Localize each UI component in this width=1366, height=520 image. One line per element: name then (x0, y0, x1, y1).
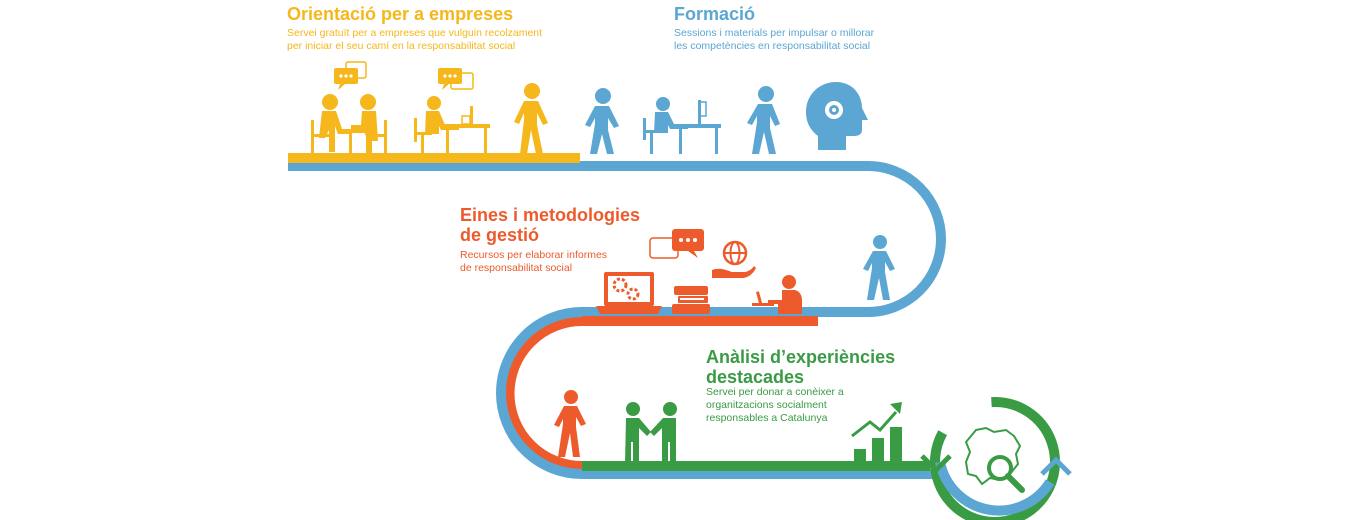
books-icon (672, 286, 710, 314)
analisi-description-line: organitzacions socialment (706, 399, 827, 411)
growth-chart-icon (851, 402, 902, 465)
orientacio-description-line: per iniciar el seu camí en la responsabi… (287, 40, 516, 52)
chat-bubble-icon (438, 68, 474, 90)
walking-person-icon (554, 390, 586, 457)
road-blue-outer (496, 307, 940, 479)
orientacio-description-line: Servei gratuït per a empreses que vulgui… (287, 27, 543, 39)
walking-person-icon (863, 235, 895, 300)
globe-hand-icon (712, 240, 756, 278)
formacio-description-line: Sessions i materials per impulsar o mill… (674, 27, 875, 39)
analisi-title-line: Anàlisi d’experiències (706, 347, 896, 367)
walking-person-icon (585, 88, 619, 154)
head-gears-icon (806, 82, 868, 150)
eines-description-line: de responsabilitat social (460, 262, 573, 274)
chat-bubble-icon (649, 229, 704, 259)
eines-title: Eines i metodologies de gestió (460, 205, 640, 245)
walking-person-icon (514, 83, 548, 154)
laptop-worker-icon (752, 275, 802, 314)
chat-bubble-icon (334, 61, 367, 90)
desk-worker-icon (643, 97, 721, 154)
meeting-icon (311, 94, 387, 154)
eines-description: Recursos per elaborar informes de respon… (460, 249, 607, 275)
catalonia-map-search-icon (920, 397, 1072, 520)
road-path (288, 153, 946, 479)
eines-title-line: Eines i metodologies (460, 205, 641, 225)
orientacio-description: Servei gratuït per a empreses que vulgui… (287, 27, 542, 53)
analisi-title-line: destacades (706, 367, 805, 387)
eines-title-line: de gestió (460, 225, 540, 245)
formacio-description: Sessions i materials per impulsar o mill… (674, 27, 874, 53)
analisi-description: Servei per donar a conèixer a organitzac… (706, 386, 844, 425)
laptop-gears-icon (596, 272, 662, 314)
analisi-description-line: responsables a Catalunya (706, 412, 828, 424)
walking-person-icon (747, 86, 780, 154)
desk-worker-icon (414, 96, 490, 154)
road-blue (288, 161, 946, 317)
formacio-title: Formació (674, 4, 756, 24)
analisi-title: Anàlisi d’experiències destacades (706, 347, 895, 387)
eines-description-line: Recursos per elaborar informes (460, 249, 608, 261)
orientacio-title: Orientació per a empreses (287, 4, 514, 24)
handshake-icon (625, 402, 677, 464)
formacio-description-line: les competències en responsabilitat soci… (674, 40, 871, 52)
analisi-description-line: Servei per donar a conèixer a (706, 386, 844, 398)
road-orange (504, 316, 818, 471)
